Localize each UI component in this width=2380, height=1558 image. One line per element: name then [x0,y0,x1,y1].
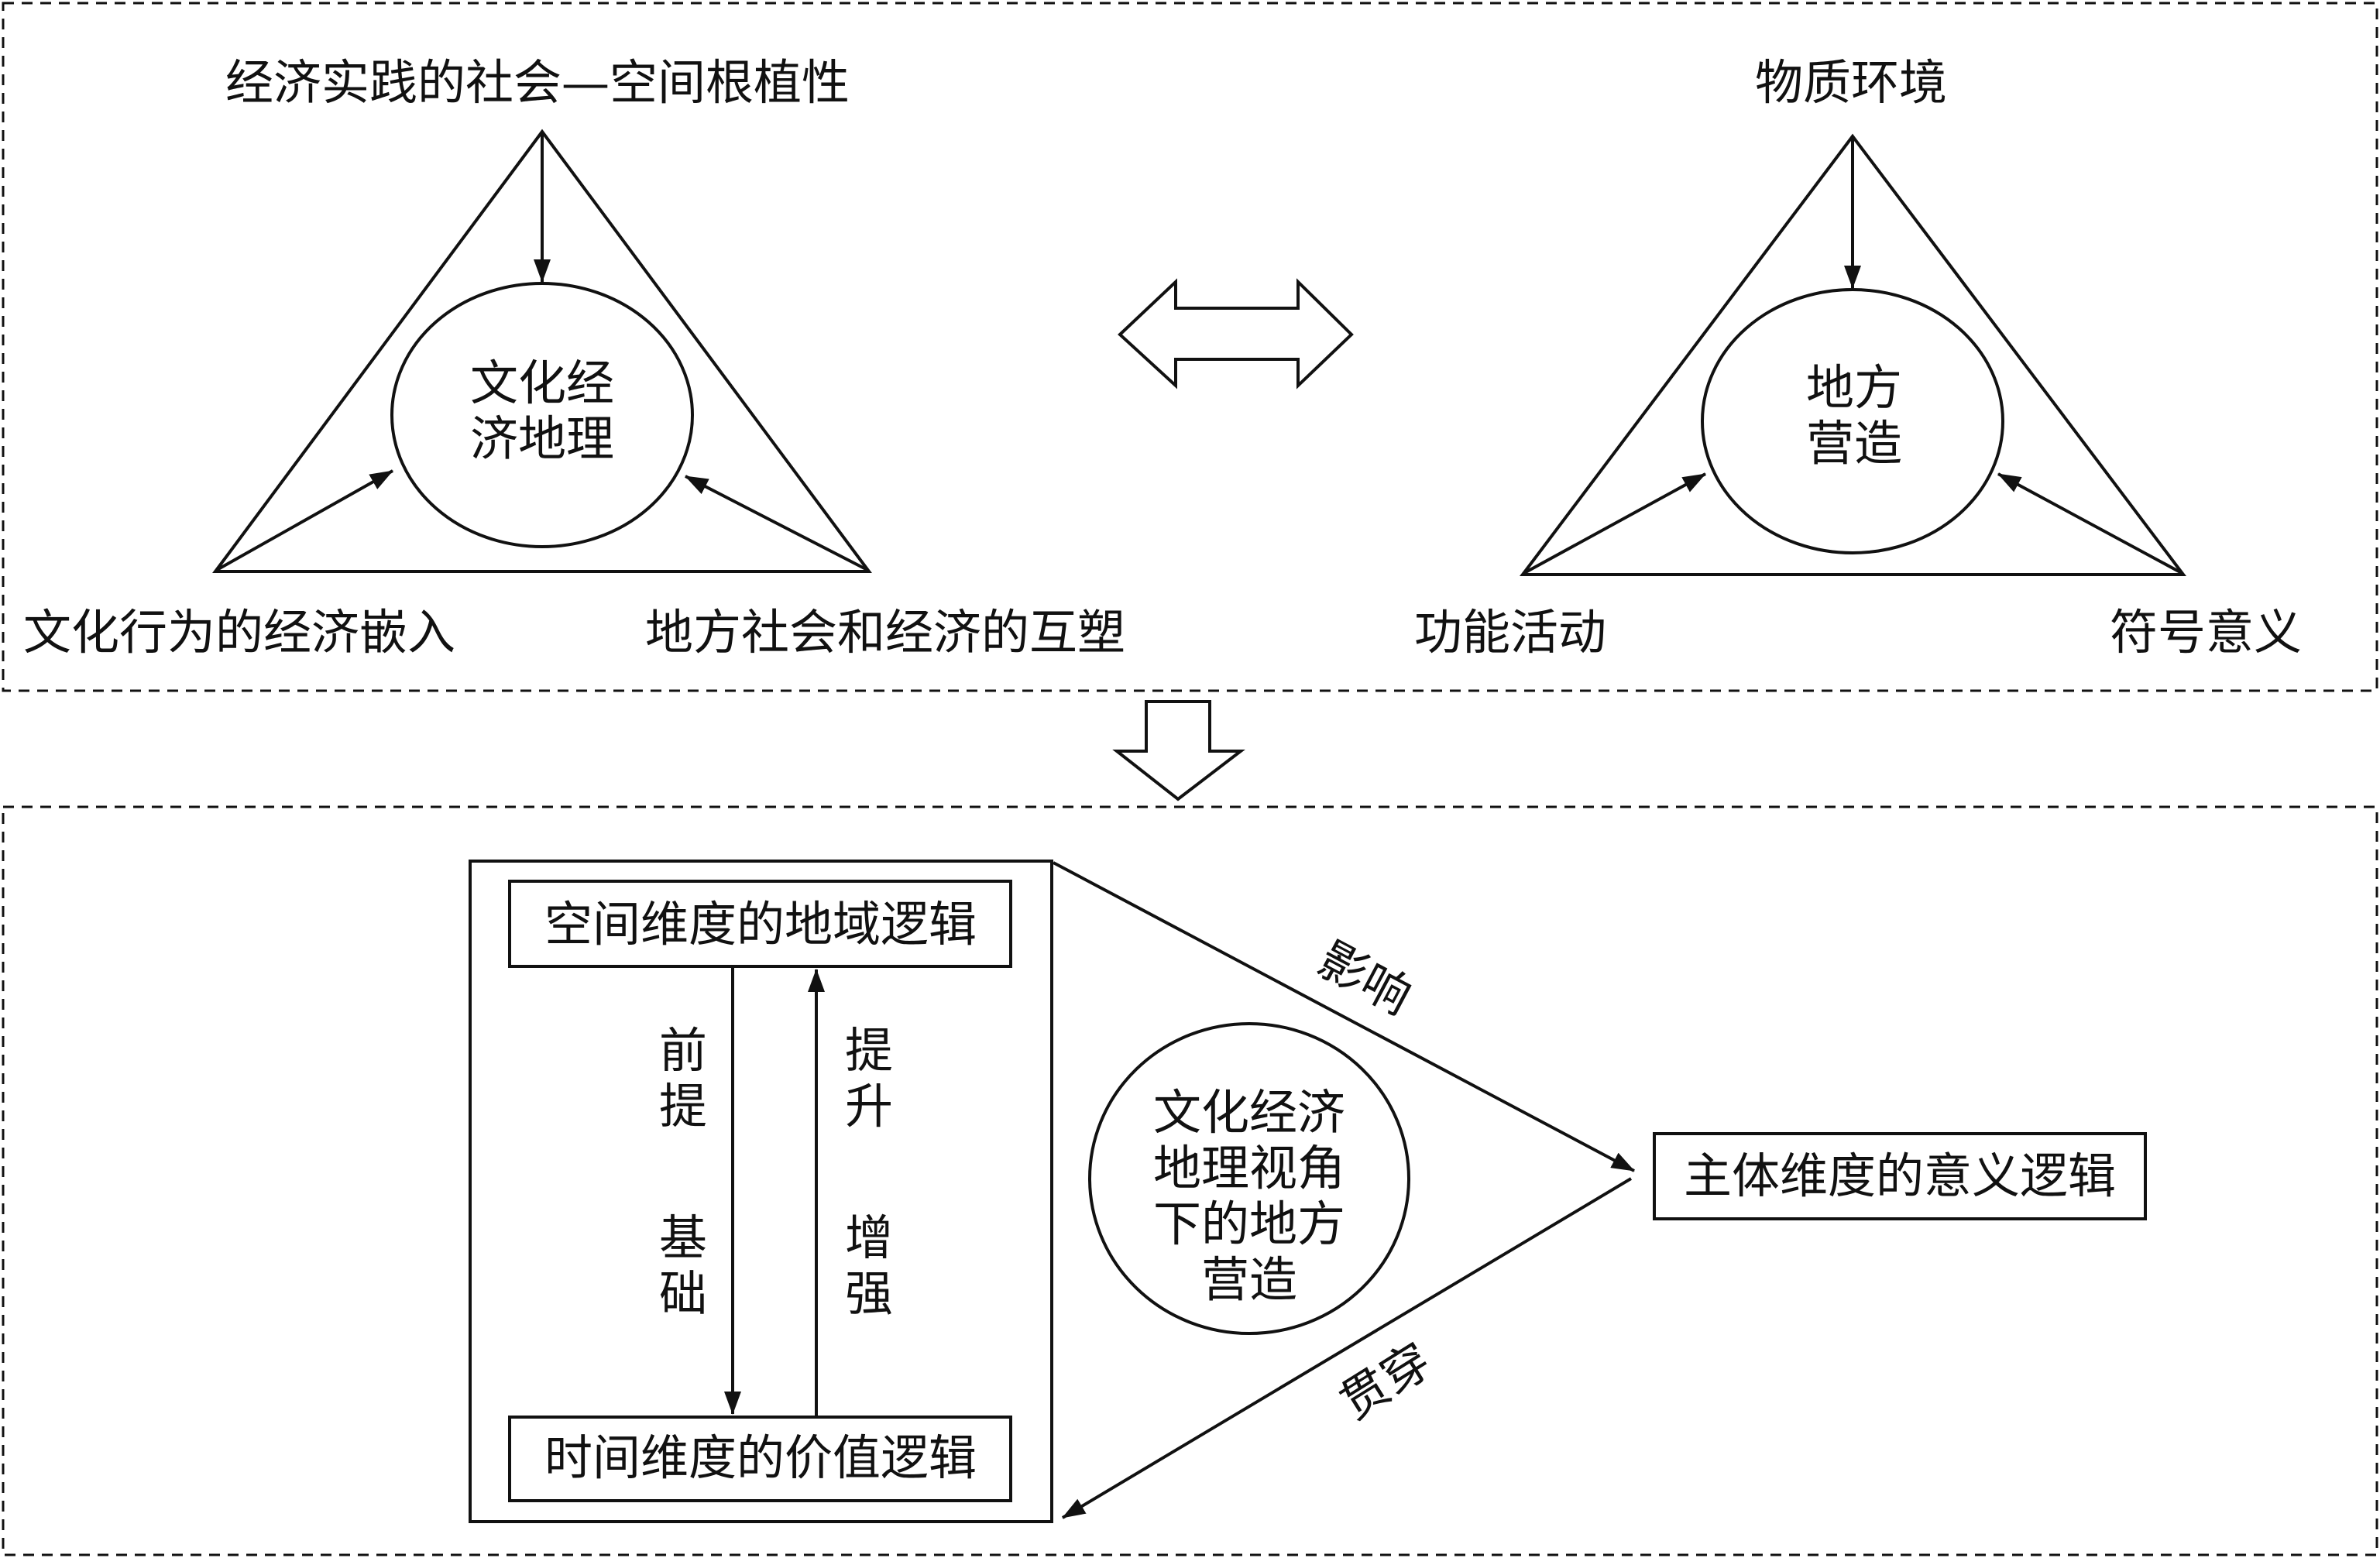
right-bottom-right-label: 符号意义 [2110,604,2302,661]
center-line-1: 文化经济 [1153,1084,1345,1141]
spatial-logic-box [508,880,1012,968]
double-arrow [1118,278,1354,390]
temporal-logic-label: 时间维度的价值逻辑 [544,1429,977,1486]
enhance-char-3: 增 [845,1210,893,1266]
right-bottom-left-arrow [1523,472,1706,575]
influence-label: 影响 [1309,931,1420,1026]
right-triangle [1519,133,2187,576]
left-bottom-left-arrow [216,469,393,571]
subject-logic-label: 主体维度的意义逻辑 [1684,1148,2116,1204]
center-circle [1088,1022,1410,1335]
left-triangle-group: 经济实践的社会—空间根植性 文化经 济地理 文化行为的经济嵌入 地方社会和经济的… [23,54,1125,661]
down-hollow-arrow [1112,700,1245,801]
left-top-label: 经济实践的社会—空间根植性 [225,54,850,111]
through-label: 贯穿 [1330,1332,1441,1431]
right-bottom-left-label: 功能活动 [1414,604,1606,661]
right-center-ellipse [1701,288,2004,554]
premise-char-3: 基 [659,1210,707,1266]
right-top-label: 物质环境 [1755,54,1947,111]
left-center-line-2: 济地理 [470,410,614,467]
left-logic-frame [469,860,1053,1523]
premise-char-2: 提 [659,1078,707,1134]
left-center-line-1: 文化经 [470,355,614,411]
left-triangle [212,129,872,573]
left-center-ellipse [390,282,694,548]
temporal-logic-box [508,1416,1012,1502]
right-bottom-right-arrow [1997,472,2183,575]
influence-edge [1053,861,1635,1172]
premise-char-4: 础 [659,1265,707,1322]
enhance-char-1: 提 [845,1022,893,1079]
subject-logic-box [1653,1132,2147,1220]
through-edge [1061,1177,1633,1519]
enhance-char-4: 强 [845,1265,893,1322]
spatial-logic-label: 空间维度的地域逻辑 [544,896,977,952]
right-center-line-2: 营造 [1806,415,1902,472]
left-bottom-right-label: 地方社会和经济的互塑 [645,604,1125,661]
left-bottom-left-label: 文化行为的经济嵌入 [23,604,455,661]
center-line-2: 地理视角 [1153,1140,1345,1196]
left-bottom-right-arrow [685,475,868,571]
center-line-3: 下的地方 [1153,1196,1345,1252]
right-center-line-1: 地方 [1806,359,1902,416]
center-line-4: 营造 [1201,1251,1297,1308]
premise-char-1: 前 [659,1022,707,1079]
right-triangle-group: 物质环境 地方 营造 功能活动 符号意义 [1414,54,2302,661]
enhance-char-2: 升 [845,1078,893,1134]
top-panel-frame [2,2,2378,692]
